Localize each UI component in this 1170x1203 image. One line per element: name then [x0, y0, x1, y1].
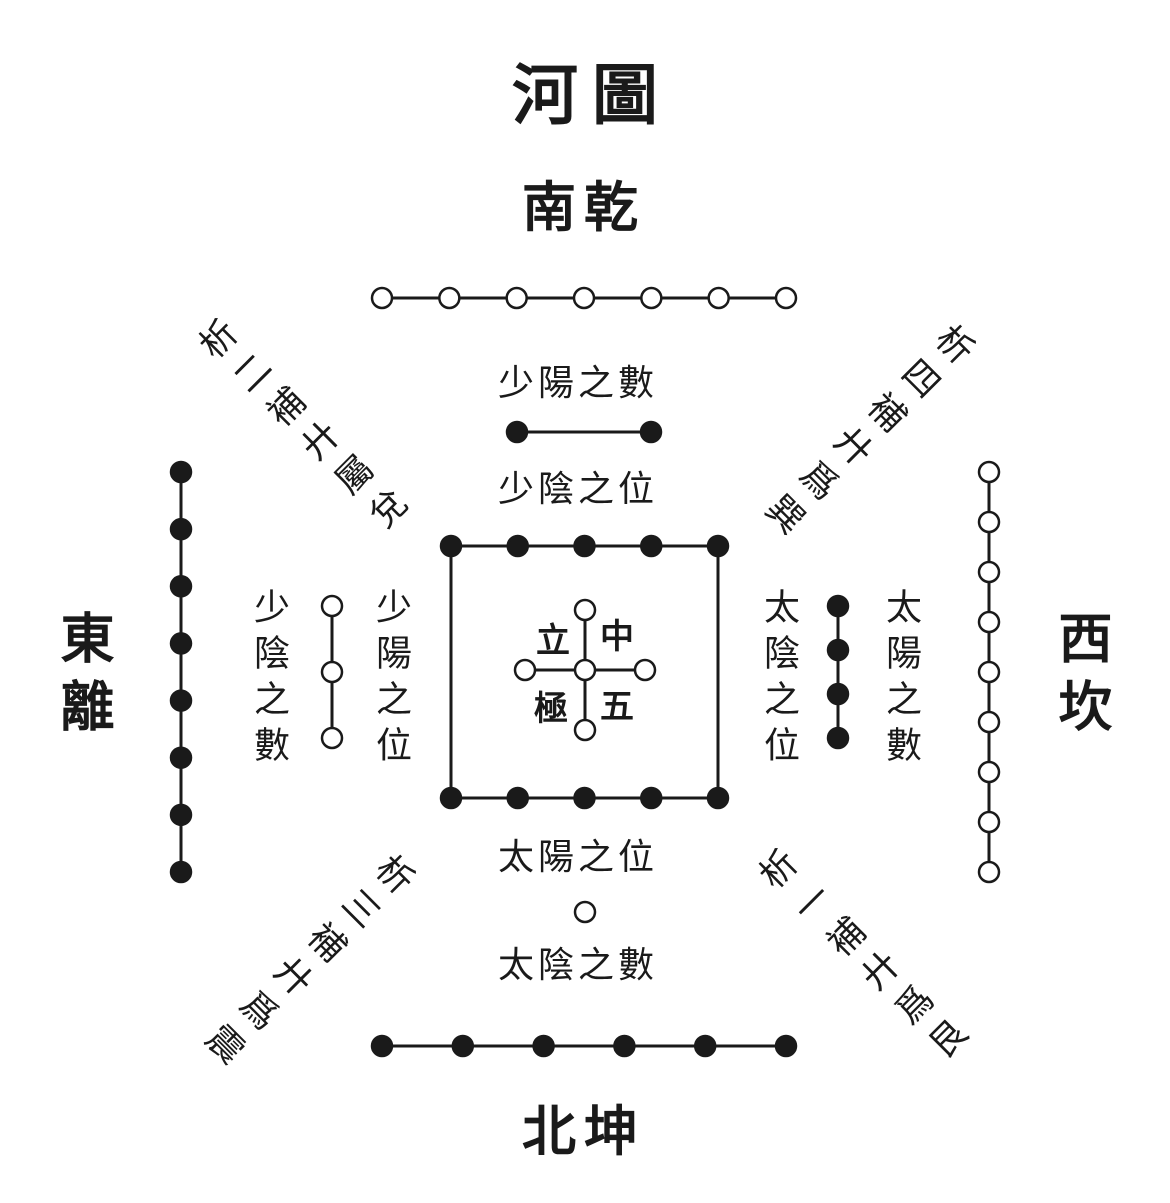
- south-outer-dot: [707, 286, 730, 310]
- south-outer-dot: [438, 286, 461, 310]
- label-bottom-number: 太陰之數: [498, 945, 659, 986]
- bottom-inner-dot: [573, 900, 597, 924]
- direction-south-label: 南乾: [522, 175, 646, 239]
- right-inner-dot: [826, 726, 850, 750]
- center-cross-dot: [573, 718, 597, 742]
- label-left-position: 少陽之位: [370, 588, 411, 772]
- square-top-dot: [640, 534, 663, 558]
- south-outer-dot: [370, 286, 394, 310]
- square-top-dot: [573, 534, 596, 558]
- east-outer-dot: [169, 860, 193, 884]
- square-bottom-dot: [573, 786, 596, 810]
- left-inner-dot: [320, 660, 344, 684]
- east-outer-dot: [169, 632, 193, 655]
- right-inner-dot: [826, 638, 850, 662]
- west-outer-dot: [977, 710, 1001, 734]
- center-char-top-left: 立: [536, 621, 570, 661]
- center-char-top-right: 中: [600, 617, 634, 657]
- left-inner-dot: [320, 726, 344, 750]
- label-top-number: 少陽之數: [498, 363, 659, 404]
- north-outer-dot: [370, 1034, 394, 1058]
- east-outer-dot: [169, 803, 193, 827]
- right-inner-dot: [826, 682, 850, 706]
- east-outer-dot: [169, 575, 193, 598]
- square-top-dot: [506, 534, 529, 558]
- west-outer-dot: [977, 660, 1001, 684]
- center-cross-dot: [633, 658, 657, 682]
- center-char-bottom-left: 極: [534, 689, 568, 729]
- label-right-number: 太陽之數: [880, 588, 921, 772]
- south-outer-dot: [640, 286, 663, 310]
- square-bottom-dot: [640, 786, 663, 810]
- west-outer-dot: [977, 860, 1001, 884]
- square-top-dot: [439, 534, 463, 558]
- center-char-bottom-right: 五: [600, 687, 634, 727]
- square-top-dot: [706, 534, 730, 558]
- left-inner-dot: [320, 594, 344, 618]
- west-outer-dot: [977, 760, 1001, 784]
- north-outer-dot: [693, 1034, 717, 1058]
- south-outer-dot: [572, 286, 596, 310]
- center-cross-dot: [573, 598, 597, 622]
- top-inner-dot: [505, 420, 529, 444]
- square-bottom-dot: [506, 786, 529, 810]
- east-outer-dot: [169, 689, 193, 712]
- north-outer-dot: [774, 1034, 798, 1058]
- label-top-position: 少陰之位: [498, 469, 659, 510]
- east-outer-dot: [169, 460, 193, 484]
- east-outer-dot: [169, 746, 193, 769]
- west-outer-dot: [977, 610, 1001, 634]
- west-outer-dot: [977, 510, 1001, 534]
- west-outer-dot: [977, 460, 1001, 484]
- east-outer-dot: [169, 517, 193, 541]
- north-outer-dot: [451, 1034, 475, 1058]
- direction-north-label: 北坤: [522, 1099, 646, 1163]
- right-inner-dot: [826, 594, 850, 618]
- diagram-title: 河圖: [512, 56, 672, 134]
- center-cross-dot: [573, 658, 597, 682]
- west-outer-dot: [977, 560, 1001, 584]
- west-outer-dot: [977, 810, 1001, 834]
- label-bottom-position: 太陽之位: [498, 837, 659, 878]
- label-right-position: 太陰之位: [758, 588, 799, 772]
- center-cross-dot: [513, 658, 537, 682]
- north-outer-dot: [532, 1034, 555, 1058]
- south-outer-dot: [774, 286, 798, 310]
- north-outer-dot: [613, 1034, 636, 1058]
- direction-east-label: 東離: [51, 610, 115, 746]
- south-outer-dot: [505, 286, 528, 310]
- square-bottom-dot: [439, 786, 463, 810]
- label-left-number: 少陰之數: [248, 588, 289, 772]
- top-inner-dot: [639, 420, 663, 444]
- square-bottom-dot: [706, 786, 730, 810]
- direction-west-label: 西坎: [1049, 610, 1113, 746]
